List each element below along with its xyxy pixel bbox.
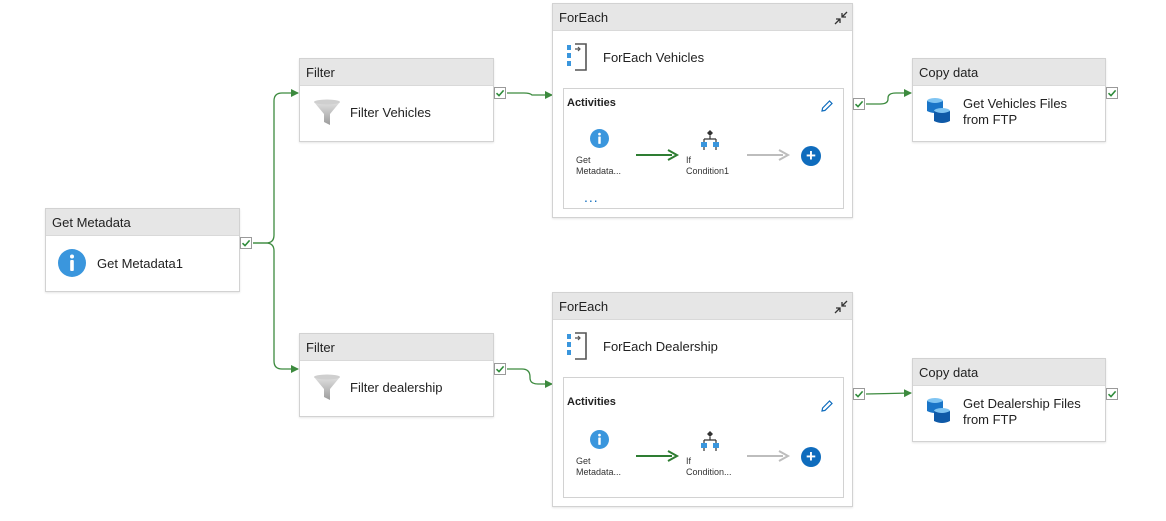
filter-dealership-node[interactable]: Filter Filter dealership — [299, 333, 494, 417]
get-metadata-node-name: Get Metadata1 — [97, 256, 183, 271]
foreach-icon — [567, 332, 587, 360]
inner-activity-get-metadata-label: Get Metadata... — [576, 155, 621, 177]
pencil-icon[interactable] — [820, 99, 834, 113]
inner-activity-if-condition-line2: Condition1 — [686, 166, 730, 176]
foreach-dealership-node[interactable]: ForEach ForEach Dealership Activities — [552, 292, 853, 507]
copy-dealership-node[interactable]: Copy data Get Dealership Files from FTP — [912, 358, 1106, 442]
inner-activity-if-condition-line2: Condition... — [686, 467, 732, 477]
get-metadata-success-checkmark-icon[interactable] — [240, 237, 252, 249]
copy-vehicles-node[interactable]: Copy data Get Vehicles Files from FTP — [912, 58, 1106, 142]
if-condition-icon — [701, 431, 719, 451]
edge-metadata-to-filter-vehicles — [253, 89, 299, 244]
inner-activity-if-condition-line1: If — [686, 155, 692, 165]
inner-activity-if-condition-label: If Condition1 — [686, 155, 729, 177]
copy-vehicles-success-checkmark-icon[interactable] — [1106, 87, 1118, 99]
foreach-icon — [567, 43, 587, 71]
success-arrow — [636, 149, 680, 161]
collapse-arrows-icon[interactable] — [833, 299, 849, 315]
foreach-dealership-success-checkmark-icon[interactable] — [853, 388, 865, 400]
inner-activity-get-metadata-line1: Get — [576, 456, 591, 466]
inner-activity-if-condition-line1: If — [686, 456, 692, 466]
foreach-vehicles-node[interactable]: ForEach ForEach Vehicles Activities — [552, 3, 853, 218]
foreach-dealership-node-type: ForEach — [553, 293, 852, 320]
edge-foreach-vehicles-to-copy — [866, 89, 912, 105]
funnel-icon — [314, 374, 340, 400]
empty-arrow — [747, 149, 791, 161]
edge-filter-vehicles-to-foreach — [507, 91, 553, 99]
filter-vehicles-success-checkmark-icon[interactable] — [494, 87, 506, 99]
activities-label: Activities — [567, 396, 616, 408]
get-metadata-node[interactable]: Get Metadata Get Metadata1 — [45, 208, 240, 292]
activities-label: Activities — [567, 97, 616, 109]
filter-vehicles-node-type: Filter — [300, 59, 493, 86]
inner-activity-get-metadata-line1: Get — [576, 155, 591, 165]
info-icon — [58, 249, 86, 277]
inner-activity-get-metadata-line2: Metadata... — [576, 467, 622, 477]
inner-activity-if-condition-label: If Condition... — [686, 456, 732, 478]
filter-vehicles-node[interactable]: Filter Filter Vehicles — [299, 58, 494, 142]
foreach-vehicles-activities-panel[interactable]: Activities Get Metadata... — [563, 88, 844, 209]
copy-dealership-node-type: Copy data — [913, 359, 1105, 386]
inner-activity-get-metadata-label: Get Metadata... — [576, 456, 621, 478]
add-activity-button[interactable]: + — [801, 447, 821, 467]
copy-vehicles-name-line1: Get Vehicles Files — [963, 96, 1068, 111]
collapse-arrows-icon[interactable] — [833, 10, 849, 26]
copy-dealership-name-line2: from FTP — [963, 412, 1018, 427]
success-arrow — [636, 450, 680, 462]
info-icon — [590, 129, 609, 148]
copy-dealership-name-line1: Get Dealership Files — [963, 396, 1081, 411]
more-activities-ellipsis[interactable]: ... — [584, 189, 599, 205]
edge-filter-dealership-to-foreach — [507, 368, 553, 388]
database-copy-icon — [927, 398, 950, 423]
filter-dealership-node-name: Filter dealership — [350, 380, 443, 395]
copy-vehicles-name-line2: from FTP — [963, 112, 1018, 127]
filter-dealership-success-checkmark-icon[interactable] — [494, 363, 506, 375]
inner-activity-get-metadata-line2: Metadata... — [576, 166, 622, 176]
copy-vehicles-node-type: Copy data — [913, 59, 1105, 86]
foreach-vehicles-node-type: ForEach — [553, 4, 852, 31]
if-condition-icon — [701, 130, 719, 150]
foreach-dealership-activities-panel[interactable]: Activities Get Metadata... — [563, 377, 844, 498]
get-metadata-node-type: Get Metadata — [46, 209, 239, 236]
copy-dealership-success-checkmark-icon[interactable] — [1106, 388, 1118, 400]
empty-arrow — [747, 450, 791, 462]
add-activity-button[interactable]: + — [801, 146, 821, 166]
foreach-dealership-node-name: ForEach Dealership — [603, 339, 718, 354]
copy-vehicles-node-name: Get Vehicles Files from FTP — [963, 96, 1067, 128]
database-copy-icon — [927, 98, 950, 123]
edge-metadata-to-filter-dealership — [253, 242, 299, 373]
pencil-icon[interactable] — [820, 399, 834, 413]
funnel-icon — [314, 99, 340, 125]
filter-dealership-node-type: Filter — [300, 334, 493, 361]
edge-foreach-dealership-to-copy — [865, 389, 912, 398]
filter-vehicles-node-name: Filter Vehicles — [350, 105, 431, 120]
foreach-vehicles-success-checkmark-icon[interactable] — [853, 98, 865, 110]
copy-dealership-node-name: Get Dealership Files from FTP — [963, 396, 1081, 428]
foreach-vehicles-node-name: ForEach Vehicles — [603, 50, 705, 65]
info-icon — [590, 430, 609, 449]
